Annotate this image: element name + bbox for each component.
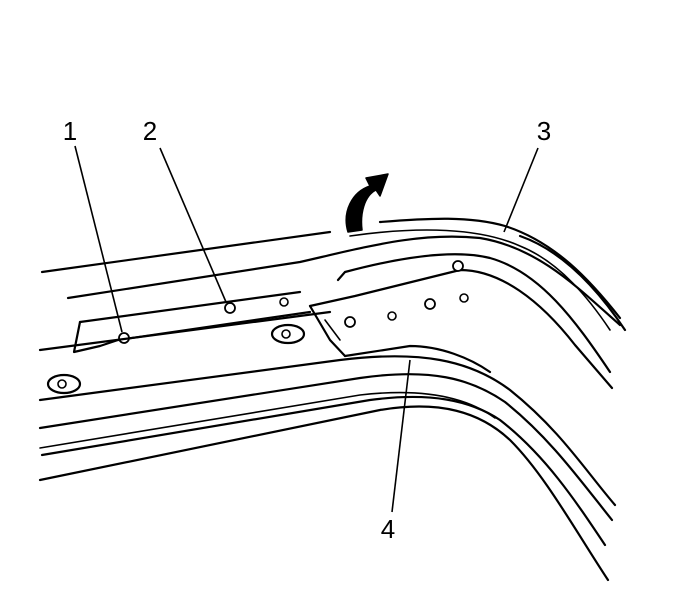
leader-line-2 [159, 147, 227, 303]
plate-hole [424, 298, 436, 310]
reinforcement-plate [308, 253, 614, 390]
bracket-hole [224, 302, 236, 314]
plate-hole [344, 316, 356, 328]
callout-3: 3 [537, 116, 551, 146]
leader-line-4 [391, 359, 411, 513]
rail-slot [46, 373, 82, 395]
plate-hole [387, 311, 397, 321]
upper-panel-lines [40, 217, 627, 332]
main-rail [38, 310, 617, 582]
plate-hole [452, 260, 464, 272]
callout-2: 2 [143, 116, 157, 146]
leader-lines [74, 145, 539, 513]
rail-slot [270, 323, 306, 345]
leader-line-1 [74, 145, 123, 333]
curved-arrow-icon [345, 173, 389, 233]
bracket-hole [279, 297, 289, 307]
callouts: 1 2 3 4 [63, 116, 551, 544]
callout-1: 1 [63, 116, 77, 146]
plate-hole [459, 293, 469, 303]
leader-line-3 [503, 147, 539, 233]
rail-slots [46, 323, 306, 395]
rail-bracket [72, 290, 312, 354]
callout-4: 4 [381, 514, 395, 544]
